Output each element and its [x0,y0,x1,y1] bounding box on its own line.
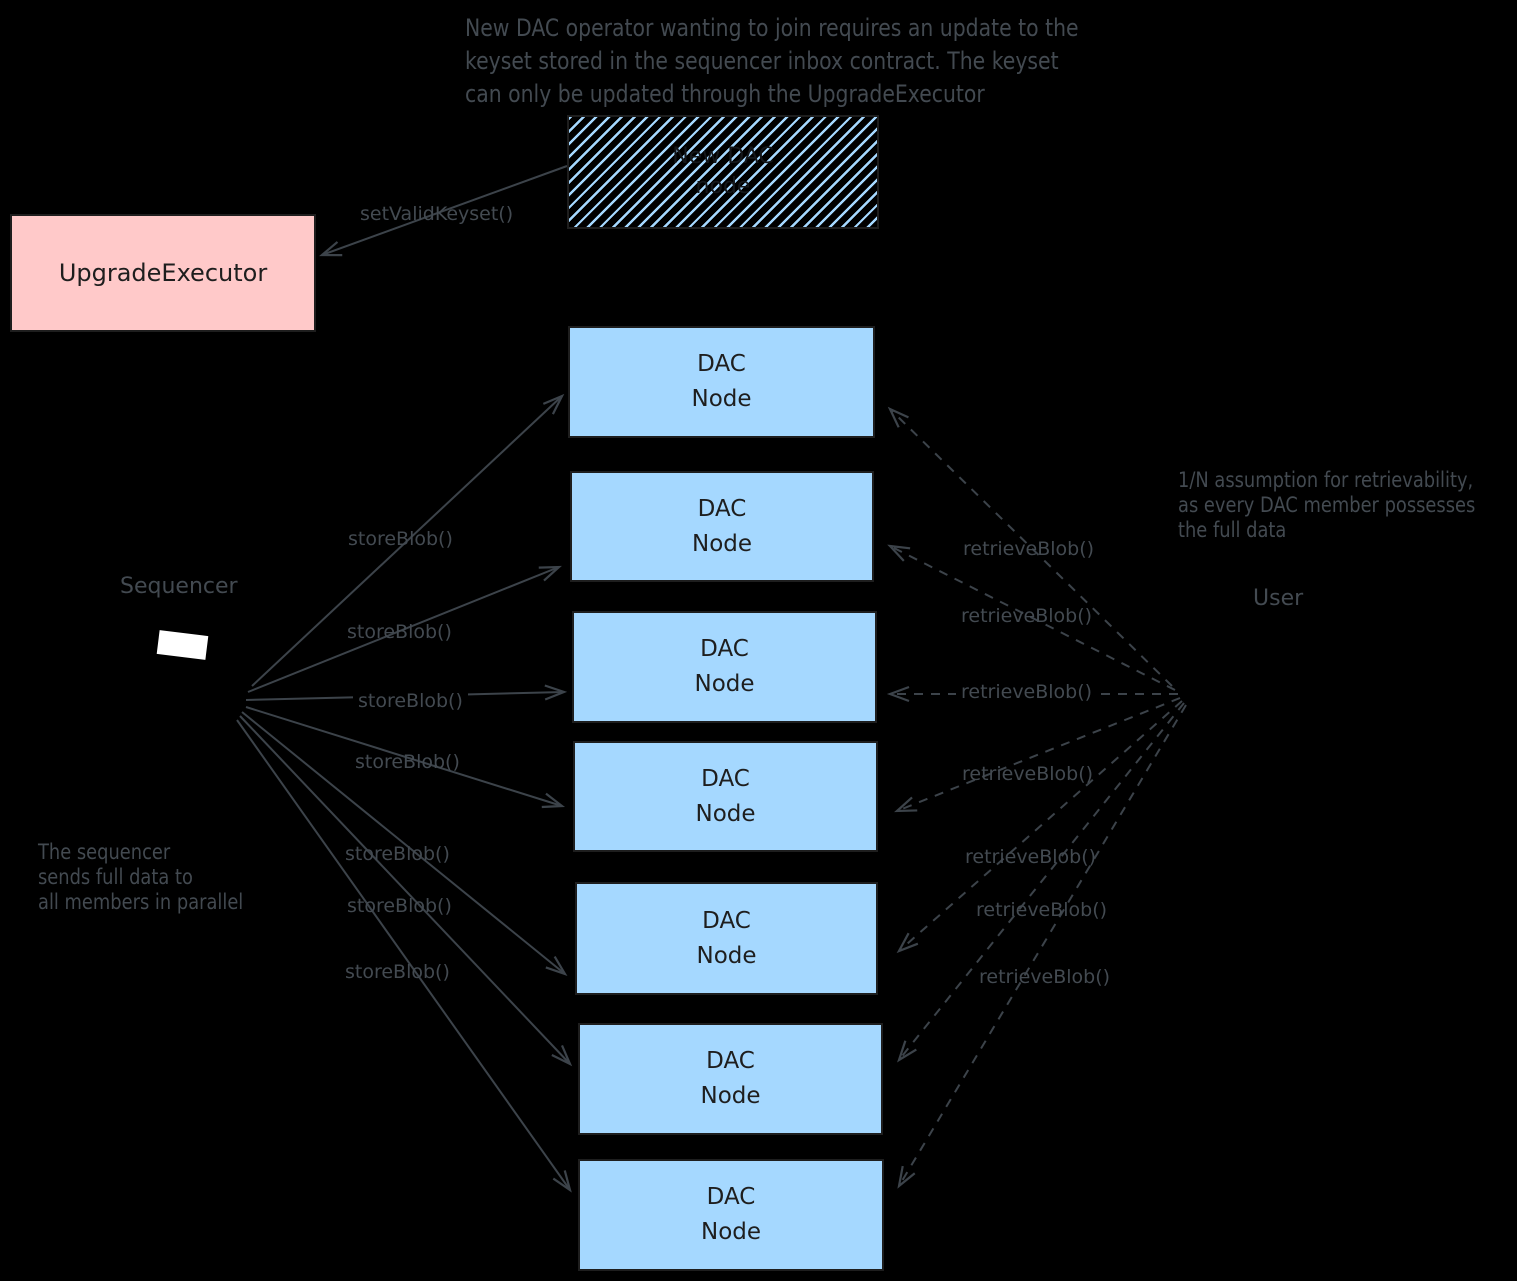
retrieve-blob-arrow-2 [887,544,1176,691]
set-valid-keyset-arrow [319,165,568,257]
dac-node-box-4: DAC Node [573,741,878,852]
dac-node-label-line2: Node [695,800,756,827]
dac-node-label-line1: DAC [701,765,750,792]
dac-node-box-5: DAC Node [575,882,878,995]
user-label: User [1253,586,1304,611]
dac-node-label-line1: DAC [706,1184,756,1210]
top-note: New DAC operator wanting to join require… [465,12,1079,111]
retrieve-blob-arrow-6 [897,702,1185,1063]
upgrade-executor-label: UpgradeExecutor [58,259,268,287]
dac-node-label-line1: DAC [697,495,747,522]
store-blob-label-6: storeBlob() [347,895,452,917]
store-blob-arrow-7 [236,719,572,1193]
dac-node-label-line2: Node [700,1083,761,1109]
store-blob-arrow-5 [241,711,568,977]
store-blob-label-2: storeBlob() [347,621,452,643]
store-blob-arrow-4 [245,706,566,809]
dac-node-box-7: DAC Node [578,1159,884,1271]
dac-node-label-line1: DAC [706,1048,755,1074]
store-blob-arrow-6 [239,715,573,1067]
left-note-line: all members in parallel [38,890,244,914]
dac-node-box-1: DAC Node [568,326,875,438]
dac-node-label-line2: Node [694,671,755,697]
right-note: 1/N assumption for retrievability, as ev… [1178,468,1475,543]
store-blob-label-7: storeBlob() [345,961,450,983]
retrieve-blob-arrow-7 [897,704,1187,1189]
left-note-line: sends full data to [38,865,193,889]
dac-node-label-line2: Node [691,530,753,557]
dac-node-label-line1: DAC [700,636,749,662]
store-blob-label-3: storeBlob() [353,690,468,712]
left-note: The sequencer sends full data to all mem… [38,840,243,915]
dac-node-label-line1: DAC [697,351,746,377]
new-dac-node-label-line1: New DAC [672,144,774,169]
store-blob-arrow-1 [251,393,565,687]
retrieve-blob-label-2: retrieveBlob() [961,605,1093,627]
right-note-line: as every DAC member possesses [1178,493,1476,517]
retrieve-blob-label-6: retrieveBlob() [976,899,1108,921]
retrieve-blob-label-5: retrieveBlob() [965,846,1097,868]
dac-node-label-line2: Node [696,942,757,969]
retrieve-blob-label-3: retrieveBlob() [956,681,1098,703]
top-note-line: can only be updated through the UpgradeE… [465,80,985,108]
right-note-line: the full data [1178,518,1287,542]
right-note-line: 1/N assumption for retrievability, [1178,468,1474,492]
retrieve-blob-label-7: retrieveBlob() [979,966,1111,988]
dac-node-box-3: DAC Node [572,611,877,723]
left-note-line: The sequencer [38,840,171,864]
retrieve-blob-label-1: retrieveBlob() [963,538,1095,560]
store-blob-label-5: storeBlob() [345,843,450,865]
new-dac-node-label-line2: node [695,174,751,199]
dac-node-label-line2: Node [691,386,752,412]
store-blob-label-4: storeBlob() [355,751,460,773]
retrieve-blob-label-4: retrieveBlob() [962,763,1094,785]
store-blob-arrow-2 [247,565,562,693]
set-valid-keyset-label: setValidKeyset() [360,203,514,225]
new-dac-node-box: New DAC node [567,115,879,229]
dac-node-box-2: DAC Node [570,471,874,582]
dac-node-box-6: DAC Node [578,1023,883,1135]
upgrade-executor-box: UpgradeExecutor [10,214,316,332]
top-note-line: New DAC operator wanting to join require… [465,14,1079,42]
store-blob-label-1: storeBlob() [348,528,453,550]
dac-node-label-line1: DAC [702,907,751,934]
retrieve-blob-arrow-5 [896,700,1183,954]
top-note-line: keyset stored in the sequencer inbox con… [465,47,1059,75]
dac-node-label-line2: Node [700,1219,762,1245]
retrieve-blob-arrow-1 [887,406,1173,687]
retrieve-blob-arrow-4 [894,697,1181,813]
sequencer-label: Sequencer [120,574,238,599]
